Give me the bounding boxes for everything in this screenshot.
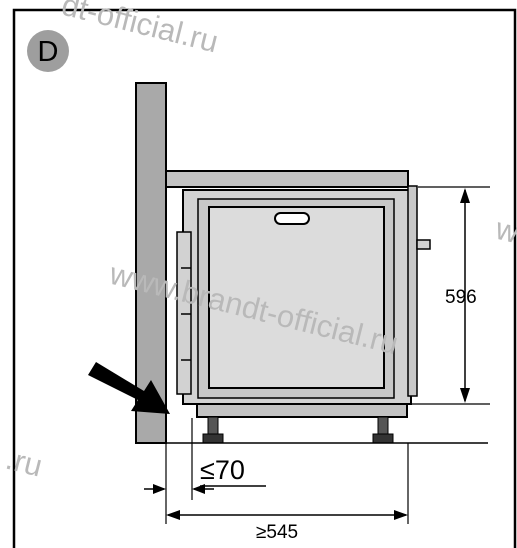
height-dimension: 596 — [410, 186, 490, 405]
oven — [176, 185, 431, 444]
depth-dimension: ≥545 — [165, 443, 409, 543]
pointer-arrow — [88, 362, 170, 414]
watermark-left: .ru — [2, 441, 46, 484]
oven-door — [208, 206, 385, 389]
badge-letter: D — [38, 36, 59, 68]
door-handle — [274, 212, 310, 225]
oven-plinth — [196, 403, 408, 418]
depth-label: ≥545 — [256, 522, 298, 543]
height-label: 596 — [445, 287, 477, 308]
oven-side-rail — [176, 231, 192, 395]
oven-foot-left — [207, 416, 219, 435]
oven-foot-right — [377, 416, 389, 435]
worktop — [165, 170, 409, 188]
oven-side-trim — [407, 185, 418, 397]
panel-badge: D — [27, 30, 69, 72]
oven-back-connector — [416, 239, 431, 250]
gap-dimension: ≤70 — [144, 418, 266, 500]
gap-label: ≤70 — [200, 455, 245, 485]
